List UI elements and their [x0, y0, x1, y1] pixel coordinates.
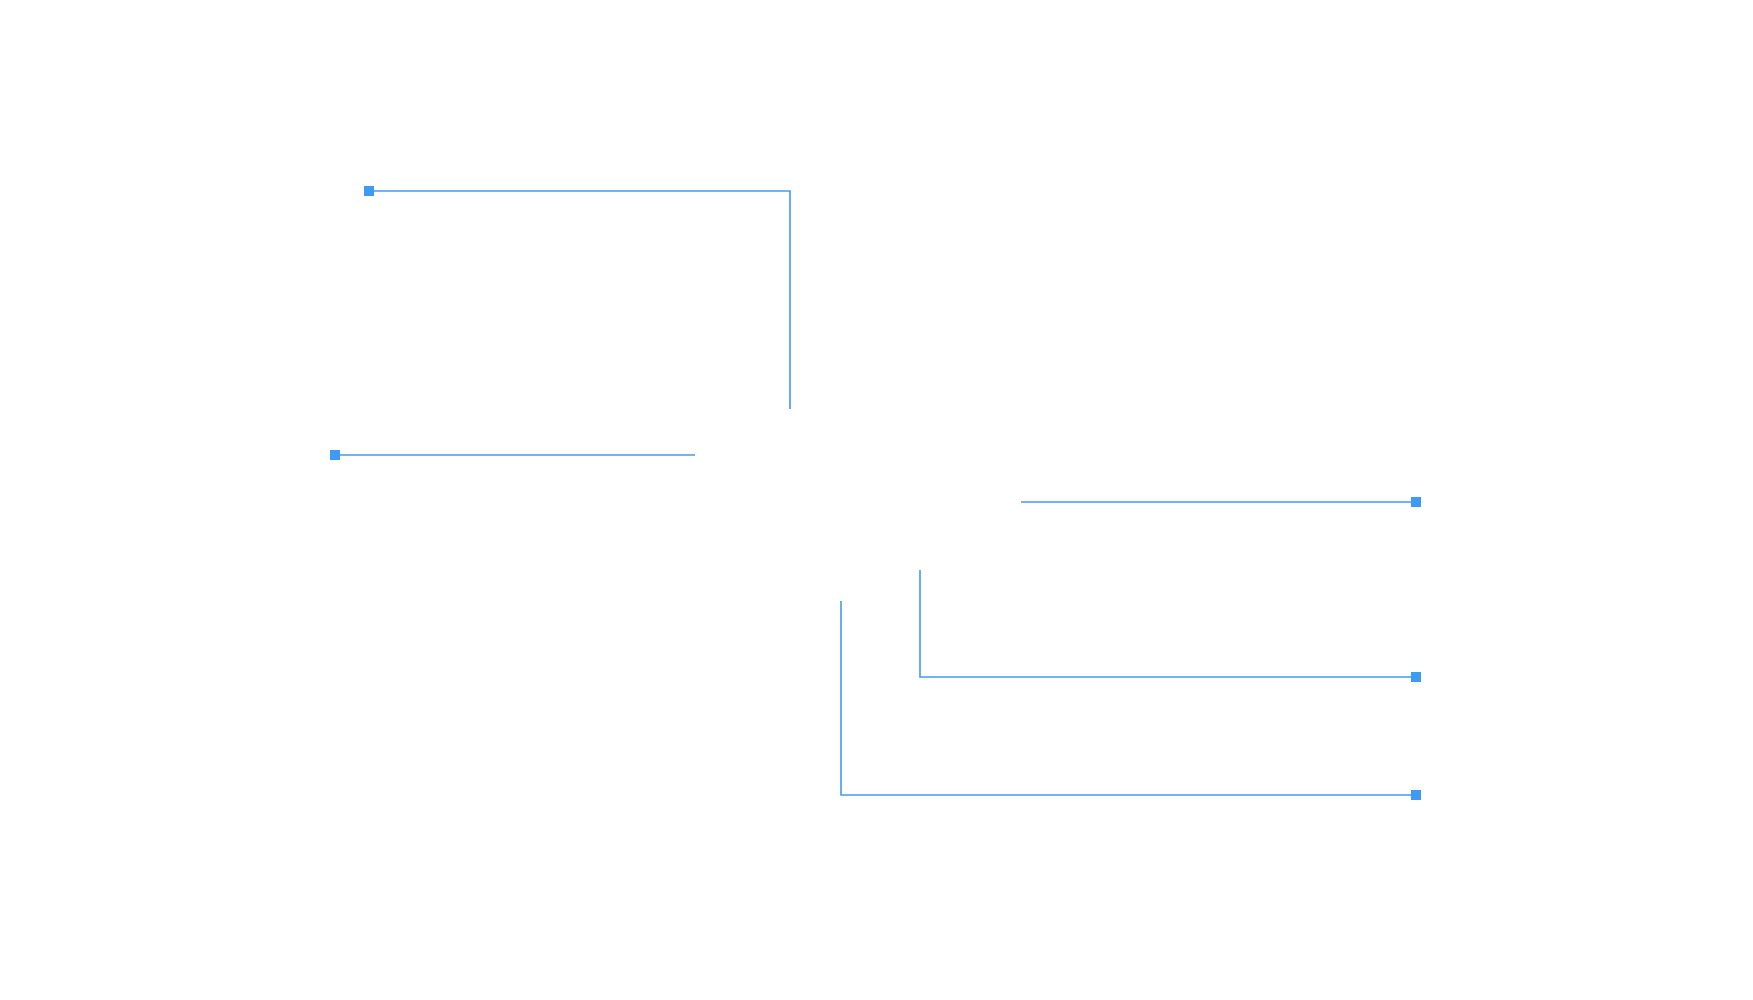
callout-right-middle [919, 570, 1421, 682]
callout-layer [330, 186, 1421, 800]
square-marker-icon [1411, 497, 1421, 507]
callout-top-left [364, 186, 791, 409]
leader-line [919, 570, 1416, 678]
square-marker-icon [1411, 672, 1421, 682]
square-marker-icon [1411, 790, 1421, 800]
callout-middle-left [330, 450, 695, 460]
square-marker-icon [364, 186, 374, 196]
callout-right-upper [1021, 497, 1421, 507]
square-marker-icon [330, 450, 340, 460]
leader-line [840, 601, 1416, 796]
callout-right-lower [840, 601, 1421, 800]
leader-line [369, 190, 791, 409]
